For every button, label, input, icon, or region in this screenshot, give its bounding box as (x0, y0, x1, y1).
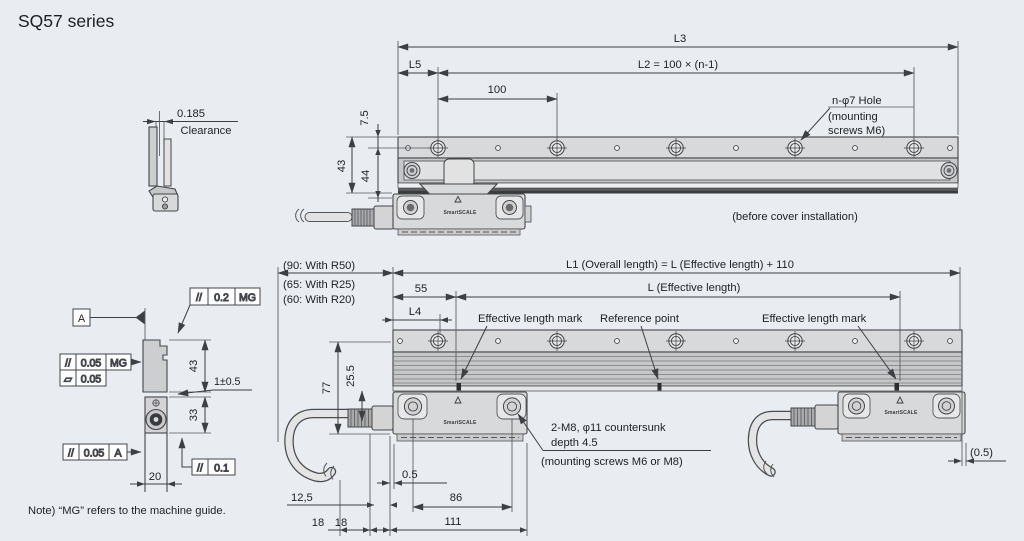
cable-left (284, 408, 353, 483)
datum-a: A (72, 308, 146, 340)
mounting-holes-bottom (397, 331, 953, 351)
section-dimensions: 43 33 1±0.5 20 (130, 339, 252, 487)
svg-text:MG: MG (110, 358, 127, 370)
reader-head-right: SmartSCALE (837, 391, 966, 442)
dim-86: 86 (450, 492, 462, 504)
dim-18b: 18 (335, 517, 347, 529)
clearance-text-label: Clearance (181, 125, 232, 137)
dim-l3: L3 (674, 33, 686, 45)
dim-r20: (60: With R20) (283, 294, 355, 306)
fcf-flatness-005: ▱ 0.05 (59, 369, 107, 387)
effective-length-mark-left-label: Effective length mark (478, 313, 583, 325)
dim-r25: (65: With R25) (283, 279, 355, 291)
dim-77: 77 (321, 382, 333, 394)
end-fastener-left (403, 162, 421, 179)
dim-0-5: 0.5 (402, 469, 418, 481)
cable-right (747, 410, 796, 478)
screw-callout-line3: (mounting screws M6 or M8) (541, 456, 683, 468)
page-title: SQ57 series (18, 11, 115, 31)
dim-12-5: 12,5 (291, 492, 313, 504)
hole-callout-line3: screws M6) (828, 125, 885, 137)
dim-l1: L1 (Overall length) = L (Effective lengt… (566, 259, 794, 271)
dim-43-section: 43 (188, 360, 200, 372)
scale-cross-section (142, 339, 168, 393)
dim-20: 20 (149, 471, 161, 483)
dim-55: 55 (415, 283, 427, 295)
main-view: SmartSCALE SmartSCALE (277, 259, 1006, 536)
svg-text://: // (196, 292, 202, 304)
clearance-dim-label: 0.185 (177, 108, 205, 120)
dim-l-effective: L (Effective length) (648, 282, 741, 294)
footnote: Note) “MG” refers to the machine guide. (28, 505, 226, 517)
svg-text:0.2: 0.2 (214, 292, 229, 304)
main-view-dimensions: (90: With R50) (65: With R25) (60: With … (277, 259, 1006, 536)
end-fastener-right (940, 162, 958, 179)
dim-111: 111 (444, 516, 461, 528)
connector-left (347, 405, 394, 431)
reference-point-mark (657, 383, 662, 391)
svg-text:0.05: 0.05 (84, 448, 105, 460)
smartscale-logo-right: SmartSCALE (884, 410, 918, 416)
dim-33-section: 33 (188, 409, 200, 421)
svg-text://: // (68, 448, 74, 460)
dim-l2: L2 = 100 × (n-1) (638, 59, 719, 71)
hole-callout-line1: n-φ7 Hole (832, 95, 882, 107)
dim-43-top: 43 (336, 160, 348, 172)
svg-text:0.05: 0.05 (81, 358, 102, 370)
fcf-parallel-005-mg: // 0.05 MG (59, 353, 132, 371)
dim-7-5: 7.5 (359, 110, 371, 126)
cable-top-view (295, 205, 395, 230)
dim-44: 44 (360, 170, 372, 182)
reference-point-label: Reference point (600, 313, 680, 325)
top-view-dimensions: L3 L5 L2 = 100 × (n-1) 100 7.5 44 43 n-φ… (336, 33, 959, 223)
dim-r50: (90: With R50) (283, 260, 355, 272)
dim-100: 100 (488, 84, 507, 96)
svg-text:▱: ▱ (64, 374, 73, 386)
hole-callout-line2: (mounting (828, 111, 878, 123)
fcf-parallel-02-mg: // 0.2 MG (189, 287, 261, 306)
connector-right (790, 404, 839, 430)
reader-head-left: SmartSCALE (392, 391, 528, 442)
dim-18a: 18 (312, 517, 324, 529)
top-view-caption: (before cover installation) (732, 211, 858, 223)
top-view: SmartSCALE L3 L5 L2 = 100 × (n-1) 100 (295, 33, 959, 236)
dim-25-5: 25.5 (345, 365, 357, 387)
datum-a-label: A (78, 313, 86, 325)
smartscale-logo-top: SmartSCALE (443, 210, 477, 216)
cross-section-view: A // 0.2 MG // 0.05 MG ▱ 0.05 // (59, 287, 261, 492)
dim-gap: 1±0.5 (214, 376, 241, 388)
reader-head-top-view: SmartSCALE (392, 193, 532, 236)
fcf-parallel-005-a: // 0.05 A (62, 443, 128, 461)
svg-text:0.05: 0.05 (81, 374, 102, 386)
effective-length-mark-left (456, 383, 461, 391)
svg-text://: // (65, 358, 71, 370)
smartscale-logo-left: SmartSCALE (443, 420, 477, 426)
carriage-block (443, 158, 475, 188)
fcf-parallel-01: // 0.1 (191, 458, 236, 476)
dim-l4: L4 (409, 306, 421, 318)
dim-l5: L5 (409, 59, 421, 71)
svg-text:A: A (114, 448, 122, 460)
svg-text://: // (197, 463, 203, 475)
effective-length-mark-right-label: Effective length mark (762, 313, 867, 325)
svg-text:0.1: 0.1 (214, 463, 229, 475)
clearance-detail-view: 0.185 Clearance (143, 108, 238, 212)
screw-callout-line1: 2-M8, φ11 countersunk (551, 422, 666, 434)
index-triangle-mark (454, 195, 462, 203)
svg-text:MG: MG (239, 292, 256, 304)
dim-0-5-right: (0.5) (970, 447, 993, 459)
mounting-holes (405, 138, 953, 158)
effective-length-mark-right (894, 383, 899, 391)
screw-callout-line2: depth 4.5 (551, 437, 598, 449)
